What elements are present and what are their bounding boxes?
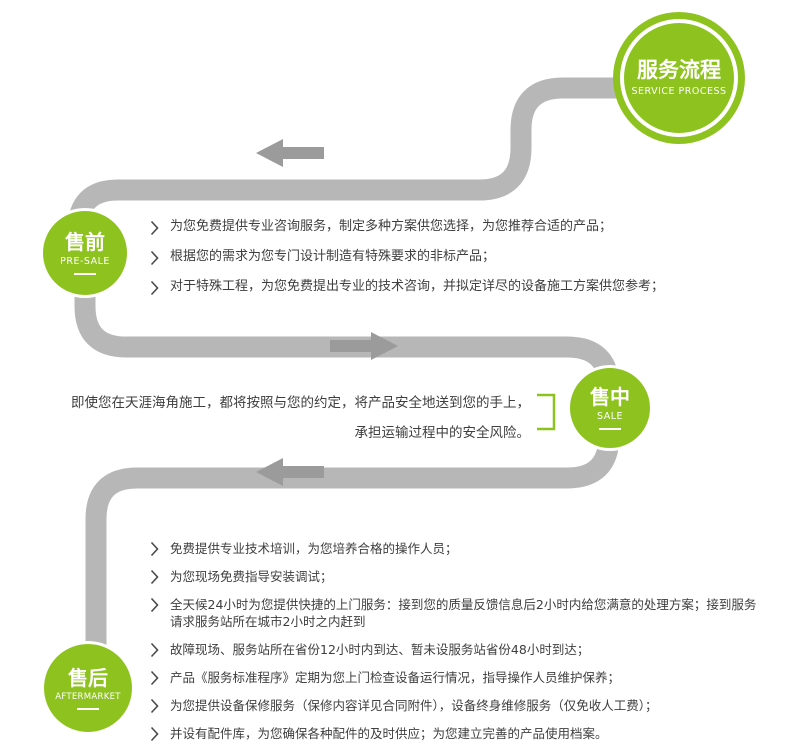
list-item-text: 并设有配件库，为您确保各种配件的及时供应；为您建立完善的产品使用档案。 xyxy=(170,726,608,741)
list-item-text: 全天候24小时为您提供快捷的上门服务：接到您的质量反馈信息后2小时内给您满意的处… xyxy=(170,597,757,629)
sale-bracket-icon xyxy=(537,393,556,431)
list-item: 为您免费提供专业咨询服务，制定多种方案供您选择，为您推荐合适的产品； xyxy=(150,219,765,236)
list-item-text: 故障现场、服务站所在省份12小时内到达、暂未设服务站省份48小时到达； xyxy=(170,642,590,657)
stage-badge-presale: 售前 PRE-SALE xyxy=(40,208,130,298)
list-item: 产品《服务标准程序》定期为您上门检查设备运行情况，指导操作人员维护保养； xyxy=(150,669,762,686)
list-item: 为您现场免费指导安装调试； xyxy=(150,568,762,585)
list-item-text: 对于特殊工程，为您免费提出专业的技术咨询，并拟定详尽的设备施工方案供您参考； xyxy=(170,279,665,294)
flow-band-bottom xyxy=(85,430,620,665)
stage-title: 售中 xyxy=(590,385,630,409)
stage-subtitle: AFTERMARKET xyxy=(55,691,121,702)
stage-title: 售前 xyxy=(65,230,105,254)
page-subtitle: SERVICE PROCESS xyxy=(631,85,727,97)
list-item: 故障现场、服务站所在省份12小时内到达、暂未设服务站省份48小时到达； xyxy=(150,641,762,658)
list-item-text: 产品《服务标准程序》定期为您上门检查设备运行情况，指导操作人员维护保养； xyxy=(170,670,621,685)
presale-item-list: 为您免费提供专业咨询服务，制定多种方案供您选择，为您推荐合适的产品； 根据您的需… xyxy=(150,219,765,296)
list-item: 根据您的需求为您专门设计制造有特殊要求的非标产品； xyxy=(150,249,765,266)
page-title: 服务流程 xyxy=(637,58,721,83)
stage-subtitle: SALE xyxy=(596,411,623,422)
stage-badge-aftermarket: 售后 AFTERMARKET xyxy=(41,641,135,735)
chevron-right-icon xyxy=(150,698,159,714)
stage-subtitle: PRE-SALE xyxy=(60,256,110,267)
list-item-text: 免费提供专业技术培训，为您培养合格的操作人员； xyxy=(170,541,458,556)
chevron-right-icon xyxy=(150,642,159,658)
list-item-text: 为您免费提供专业咨询服务，制定多种方案供您选择，为您推荐合适的产品； xyxy=(170,219,613,234)
list-item: 全天候24小时为您提供快捷的上门服务：接到您的质量反馈信息后2小时内给您满意的处… xyxy=(150,596,762,630)
dash-divider xyxy=(77,707,99,710)
title-badge: 服务流程 SERVICE PROCESS xyxy=(620,19,738,137)
chevron-right-icon xyxy=(150,280,159,296)
sale-description: 即使您在天涯海角施工，都将按照与您的约定，将产品安全地送到您的手上， 承担运输过… xyxy=(60,388,530,448)
chevron-right-icon xyxy=(150,569,159,585)
list-item-text: 为您提供设备保修服务（保修内容详见合同附件），设备终身维修服务（仅免收人工费）； xyxy=(170,698,658,713)
list-item: 免费提供专业技术培训，为您培养合格的操作人员； xyxy=(150,540,762,557)
dash-divider xyxy=(599,428,621,430)
chevron-right-icon xyxy=(150,541,159,557)
stage-title: 售后 xyxy=(68,665,108,690)
sale-line: 承担运输过程中的安全风险。 xyxy=(354,425,531,441)
arrow-left-icon xyxy=(256,458,324,486)
aftermarket-item-list: 免费提供专业技术培训，为您培养合格的操作人员； 为您现场免费指导安装调试； 全天… xyxy=(150,540,762,742)
chevron-right-icon xyxy=(150,670,159,686)
dash-divider xyxy=(74,273,96,275)
sale-line: 即使您在天涯海角施工，都将按照与您的约定，将产品安全地送到您的手上， xyxy=(71,395,530,411)
chevron-right-icon xyxy=(150,597,159,613)
flow-band-top xyxy=(67,77,650,258)
chevron-right-icon xyxy=(150,250,159,266)
list-item-text: 为您现场免费指导安装调试； xyxy=(170,569,333,584)
list-item-text: 根据您的需求为您专门设计制造有特殊要求的非标产品； xyxy=(170,249,496,264)
arrow-left-icon xyxy=(256,139,324,167)
arrow-right-icon xyxy=(330,332,398,360)
list-item: 为您提供设备保修服务（保修内容详见合同附件），设备终身维修服务（仅免收人工费）； xyxy=(150,697,762,714)
chevron-right-icon xyxy=(150,220,159,236)
chevron-right-icon xyxy=(150,726,159,742)
stage-badge-sale: 售中 SALE xyxy=(567,365,653,451)
list-item: 对于特殊工程，为您免费提出专业的技术咨询，并拟定详尽的设备施工方案供您参考； xyxy=(150,279,765,296)
list-item: 并设有配件库，为您确保各种配件的及时供应；为您建立完善的产品使用档案。 xyxy=(150,725,762,742)
